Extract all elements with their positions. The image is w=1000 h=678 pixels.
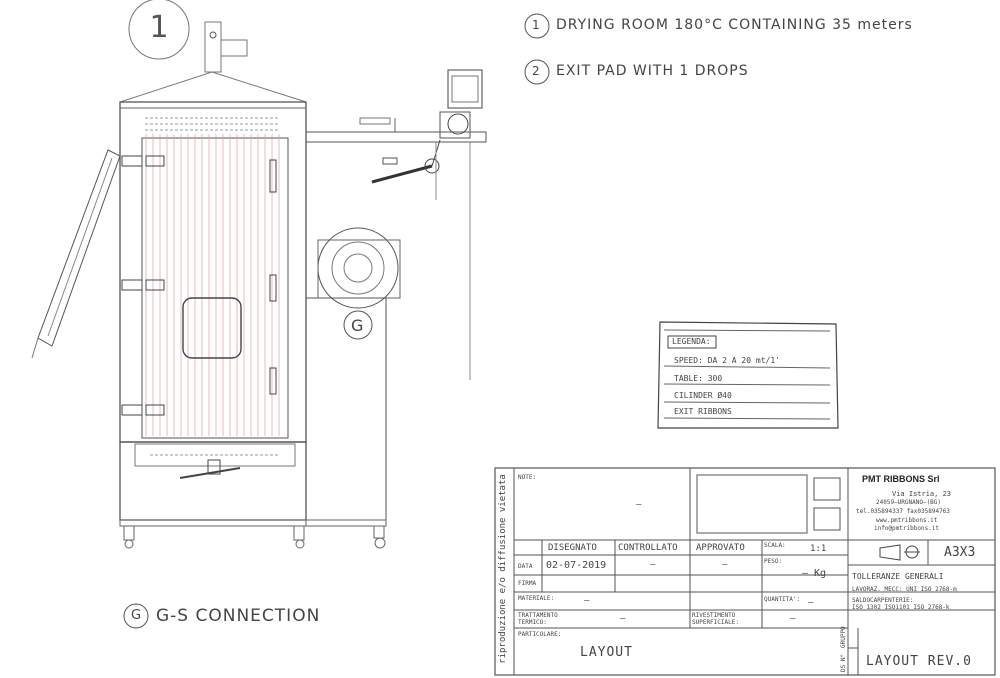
address-line: Via Istria, 23 xyxy=(892,490,952,498)
connection-letter: G xyxy=(131,608,143,623)
drying-machine xyxy=(31,21,487,549)
fan-letter: G xyxy=(351,316,365,335)
note-label: NOTE: xyxy=(518,474,537,481)
rivestimento-dash: – xyxy=(790,614,796,624)
rivestimento-label: RIVESTIMENTO SUPERFICIALE: xyxy=(692,612,739,626)
disegnato-label: DISEGNATO xyxy=(548,543,597,553)
callout-1-number: 1 xyxy=(532,18,541,32)
note-dash: – xyxy=(636,500,642,510)
vertical-notice: riproduzione e/o diffusione vietata xyxy=(498,474,508,664)
address-line: 24059–URGNANO–(BG) xyxy=(876,499,942,506)
legend-item: SPEED: DA 2 A 20 mt/1' xyxy=(674,356,780,365)
trattamento-label: TRATTAMENTO TERMICO: xyxy=(518,612,558,626)
legend-item: TABLE: 300 xyxy=(674,374,723,383)
legend-title: LEGENDA: xyxy=(672,337,711,346)
materiale-dash: – xyxy=(584,596,590,606)
legend-item: CILINDER Ø40 xyxy=(674,391,732,400)
scala-value: 1:1 xyxy=(810,544,827,554)
peso-value: – Kg xyxy=(802,568,827,579)
saldo-label: SALDOCARPENTERIE: xyxy=(852,597,914,604)
particolare-label: PARTICOLARE: xyxy=(518,631,562,638)
materiale-label: MATERIALE: xyxy=(518,595,555,602)
address-line: info@pmtribbons.it xyxy=(874,525,940,532)
connection-text: G-S CONNECTION xyxy=(156,606,321,626)
peso-label: PESO: xyxy=(764,558,783,565)
big-callout-circle xyxy=(128,0,190,60)
callout-2-text: EXIT PAD WITH 1 DROPS xyxy=(556,63,749,79)
revision-value: LAYOUT REV.0 xyxy=(866,654,972,669)
title-block-frame xyxy=(494,467,996,676)
approvato-dash: – xyxy=(722,560,728,570)
format-value: A3X3 xyxy=(944,545,976,560)
address-line: www.pmtribbons.it xyxy=(876,517,938,524)
controllato-label: CONTROLLATO xyxy=(618,543,678,553)
particolare-value: LAYOUT xyxy=(580,645,633,660)
big-callout-number: 1 xyxy=(149,10,169,45)
data-label: DATA xyxy=(518,563,533,570)
controllato-dash: – xyxy=(650,560,656,570)
quantita-label: QUANTITA': xyxy=(764,596,801,603)
quantita-dash: – xyxy=(808,598,814,608)
tolleranze-label: TOLLERANZE GENERALI xyxy=(852,572,944,581)
gruppo-label: GRUPPO xyxy=(840,626,847,648)
address-line: tel.035894337 fax035894763 xyxy=(856,508,950,515)
scala-label: SCALA: xyxy=(764,542,786,549)
company-name: PMT RIBBONS Srl xyxy=(862,474,940,484)
lavoraz-label: LAVORAZ. MECC: UNI ISO 2768-m xyxy=(852,586,957,593)
callout-2-number: 2 xyxy=(532,64,541,78)
trattamento-dash: – xyxy=(620,614,626,624)
iso-label: ISO 1302 ISO1101 ISO 2768-k xyxy=(852,604,950,611)
callout-1-text: DRYING ROOM 180°C CONTAINING 35 meters xyxy=(556,17,913,33)
legend-frame xyxy=(657,321,839,429)
legend-item: EXIT RIBBONS xyxy=(674,407,732,416)
approvato-label: APPROVATO xyxy=(696,543,745,553)
firma-label: FIRMA xyxy=(518,580,537,587)
ds-label: DS N° xyxy=(840,653,847,672)
date-value: 02-07-2019 xyxy=(546,560,607,571)
